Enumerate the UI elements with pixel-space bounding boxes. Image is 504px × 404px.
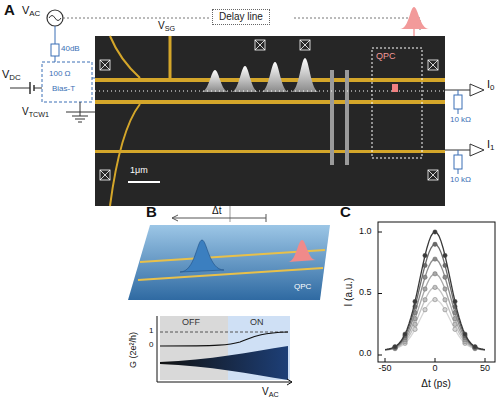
- data-marker: [443, 308, 447, 312]
- figure-label: 1.0: [359, 227, 372, 237]
- data-marker: [393, 345, 397, 349]
- subscript: 0: [490, 83, 494, 92]
- data-marker: [433, 285, 437, 289]
- data-marker: [433, 230, 437, 234]
- node-text: Delay line: [219, 11, 263, 23]
- figure-label: VSG: [158, 20, 175, 31]
- data-marker: [473, 345, 477, 349]
- pulse-curve: [385, 287, 485, 349]
- figure-label: 1μm: [130, 166, 148, 176]
- data-marker: [423, 275, 427, 279]
- subscript: SG: [165, 24, 175, 33]
- data-marker: [443, 287, 447, 291]
- figure-label: Δt: [212, 205, 221, 216]
- figure-label: Δt (ps): [421, 378, 450, 389]
- figure-label: 40dB: [61, 45, 80, 54]
- data-marker: [453, 299, 457, 303]
- panel-letter: A: [4, 2, 15, 19]
- figure-label: VDC: [2, 68, 21, 80]
- data-marker: [423, 287, 427, 291]
- data-marker: [443, 275, 447, 279]
- data-marker: [433, 272, 437, 276]
- figure-label: OFF: [182, 318, 200, 328]
- axis-label: G (2e²/h): [129, 332, 139, 368]
- figure-label: VAC: [262, 386, 279, 397]
- subscript: AC: [269, 390, 279, 399]
- figure-label: ON: [250, 318, 264, 328]
- data-marker: [433, 297, 437, 301]
- figure-label: I1: [487, 138, 494, 150]
- subscript: TCW1: [29, 110, 49, 119]
- delay-line-box: Delay line: [212, 9, 270, 25]
- figure-label: VTCW1: [22, 106, 49, 117]
- pulse-curve: [385, 274, 485, 350]
- data-marker: [473, 345, 477, 349]
- panel-letter: B: [146, 204, 157, 221]
- subscript: AC: [29, 9, 40, 18]
- figure-label: 0.5: [359, 288, 372, 298]
- data-marker: [413, 299, 417, 303]
- figure-label: QPC: [376, 52, 396, 62]
- figure-label: -50: [378, 364, 391, 374]
- data-marker: [443, 298, 447, 302]
- pulse-curve: [385, 232, 485, 350]
- data-marker: [423, 298, 427, 302]
- data-marker: [433, 257, 437, 261]
- figure-label: VAC: [22, 4, 40, 16]
- figure-label: 10 kΩ: [450, 116, 471, 125]
- data-marker: [463, 332, 467, 336]
- data-marker: [433, 242, 437, 246]
- figure-label: 1: [149, 327, 153, 336]
- pulse-curve: [385, 244, 485, 349]
- figure-label: 10 kΩ: [450, 176, 471, 185]
- pulse-curve: [385, 259, 485, 350]
- data-marker: [423, 253, 427, 257]
- figure-label: 0: [149, 341, 153, 350]
- data-marker: [443, 253, 447, 257]
- data-marker: [423, 308, 427, 312]
- figure-label: I0: [487, 78, 494, 90]
- data-marker: [403, 332, 407, 336]
- figure-label: 0: [432, 364, 437, 374]
- panel-letter: C: [340, 204, 351, 221]
- subscript: 1: [490, 143, 494, 152]
- data-marker: [473, 345, 477, 349]
- figure-label: 100 Ω: [49, 70, 71, 79]
- figure-label: 0.0: [359, 349, 372, 359]
- figure-label: 50: [480, 364, 490, 374]
- figure-label: QPC: [294, 283, 311, 292]
- figure-label: Bias-T: [52, 85, 75, 94]
- subscript: DC: [9, 73, 20, 82]
- data-marker: [393, 345, 397, 349]
- axis-label: I (a.u.): [343, 278, 354, 307]
- data-marker: [393, 345, 397, 349]
